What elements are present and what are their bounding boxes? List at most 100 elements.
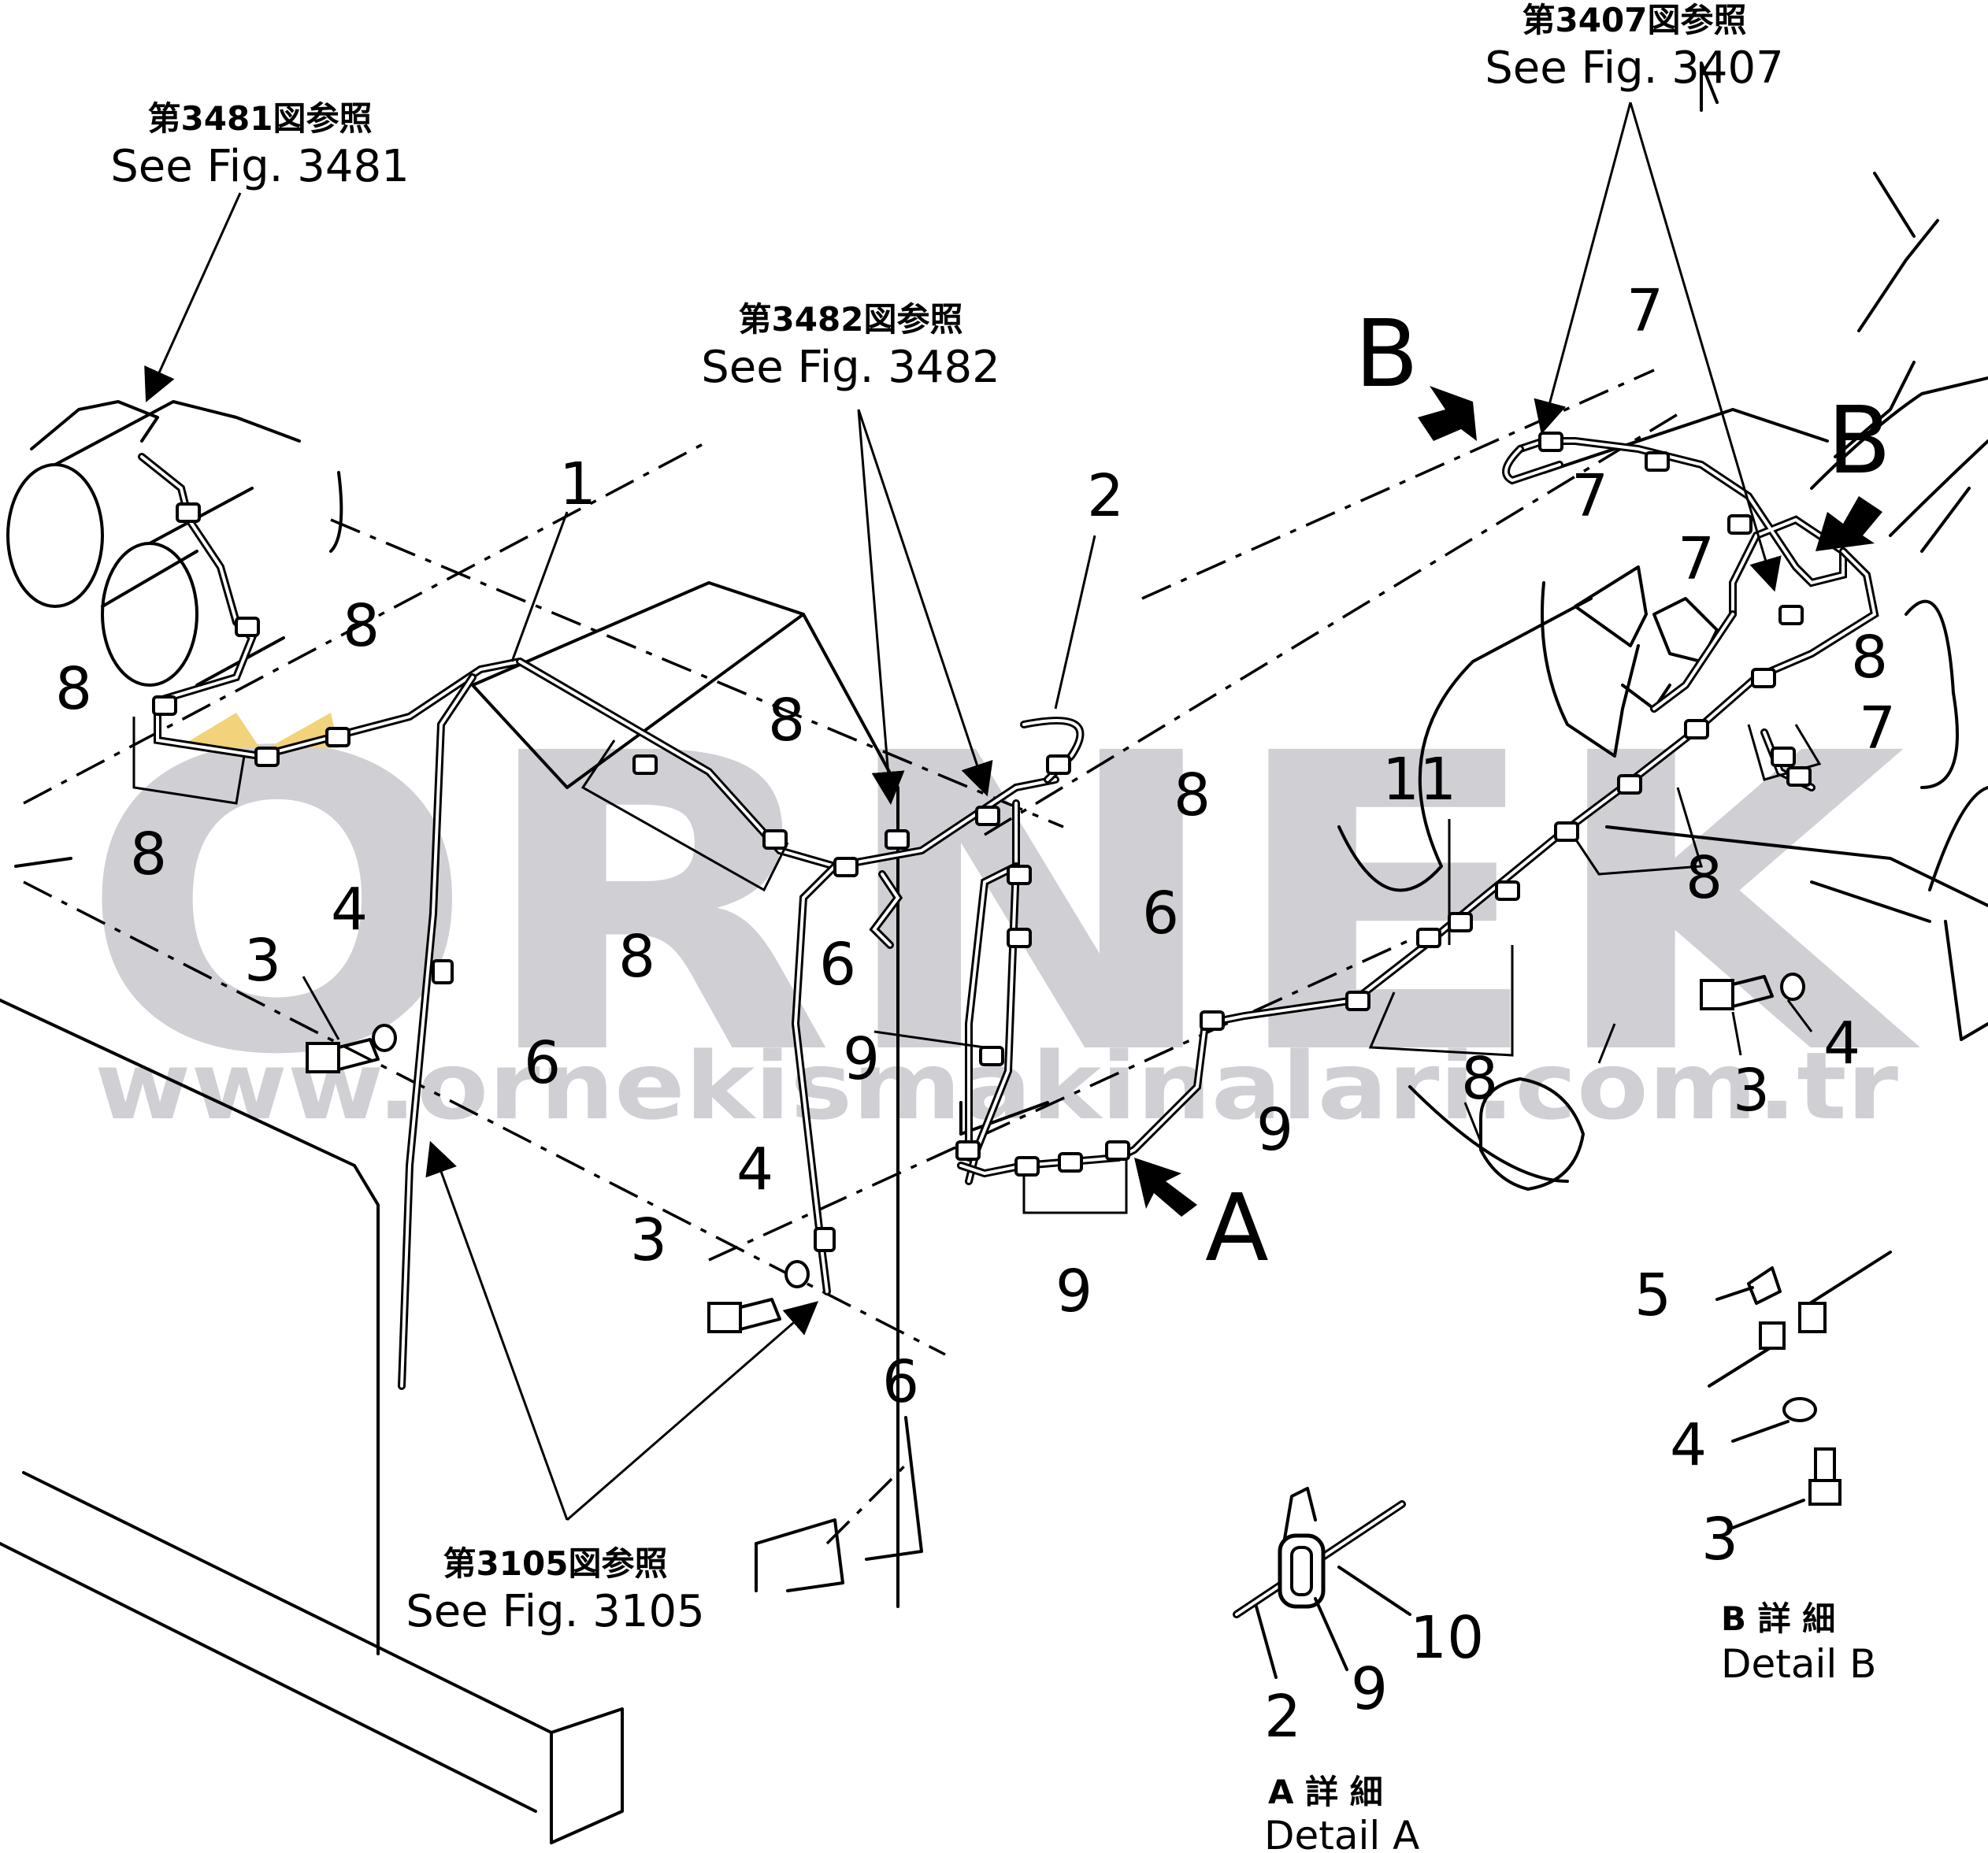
clamp-icon bbox=[1007, 928, 1032, 948]
callout-3: 3 bbox=[244, 927, 281, 995]
callout-6: 6 bbox=[1142, 880, 1179, 947]
view-marker-a: A bbox=[1205, 1173, 1269, 1282]
bolt-icon bbox=[707, 1260, 810, 1333]
detail-a-drawing bbox=[1233, 1487, 1411, 1679]
callout-4: 4 bbox=[1823, 1010, 1860, 1077]
arrow-b-right-icon bbox=[1816, 496, 1882, 551]
clamp-icon bbox=[1200, 1010, 1225, 1031]
callout-7: 7 bbox=[1678, 525, 1715, 593]
detail-a-labels: 2 9 10 A 詳 細 Detail A bbox=[1264, 1604, 1484, 1853]
callout-9: 9 bbox=[843, 1025, 880, 1093]
reference-fig-3481: 第3481図参照 See Fig. 3481 bbox=[110, 99, 410, 192]
clamp-icon bbox=[1538, 432, 1563, 452]
clamp-icon bbox=[1684, 719, 1709, 739]
clamp-icon bbox=[1645, 451, 1670, 472]
clamp-icon bbox=[632, 754, 658, 775]
clamp-icon bbox=[1727, 514, 1752, 535]
reference-fig-3482: 第3482図参照 See Fig. 3482 bbox=[701, 300, 1000, 393]
clamp-icon bbox=[955, 1140, 981, 1161]
view-marker-b-left: B bbox=[1355, 299, 1419, 408]
clamp-icon bbox=[979, 1046, 1004, 1066]
view-arrows bbox=[1134, 386, 1882, 1217]
clamp-icon bbox=[1778, 605, 1804, 625]
callout-2: 2 bbox=[1087, 462, 1124, 530]
clamp-icon bbox=[1448, 912, 1473, 932]
callout-9: 9 bbox=[1055, 1258, 1092, 1325]
callout-8: 8 bbox=[768, 687, 805, 754]
callout-7: 7 bbox=[1571, 462, 1608, 530]
clamp-icon bbox=[1046, 754, 1071, 775]
clamp-icon bbox=[762, 829, 788, 850]
detail-a-en: Detail A bbox=[1264, 1813, 1419, 1853]
clamps bbox=[152, 432, 1812, 1252]
callout-8: 8 bbox=[1174, 762, 1211, 829]
callout-6: 6 bbox=[882, 1348, 919, 1416]
callout-3: 3 bbox=[630, 1206, 667, 1274]
clamp-icon bbox=[152, 695, 177, 716]
callout-3: 3 bbox=[1701, 1506, 1738, 1573]
clamp-icon bbox=[1416, 928, 1441, 948]
reference-fig-3105: 第3105図参照 See Fig. 3105 bbox=[406, 1544, 705, 1637]
leader-lines bbox=[144, 102, 1813, 1521]
callout-7: 7 bbox=[1626, 277, 1663, 345]
callout-4: 4 bbox=[736, 1136, 773, 1203]
ref-3105-en: See Fig. 3105 bbox=[406, 1586, 705, 1637]
detail-a-jp: A 詳 細 bbox=[1268, 1773, 1383, 1811]
clamp-icon bbox=[1771, 747, 1796, 767]
clamp-icon bbox=[1014, 1156, 1040, 1177]
callout-11: 11 bbox=[1382, 746, 1456, 813]
callout-8: 8 bbox=[1686, 844, 1723, 912]
bolts bbox=[306, 973, 1805, 1333]
clamp-icon bbox=[833, 857, 859, 877]
detail-b-labels: B 詳 細 Detail B bbox=[1721, 1599, 1877, 1687]
clamp-icon bbox=[176, 502, 201, 523]
clamp-icon bbox=[1007, 865, 1032, 885]
ref-3407-en: See Fig. 3407 bbox=[1485, 43, 1784, 94]
callout-4: 4 bbox=[331, 876, 368, 943]
ref-3481-jp: 第3481図参照 bbox=[148, 99, 373, 138]
callout-8: 8 bbox=[1851, 624, 1888, 691]
detail-b-jp: B 詳 細 bbox=[1721, 1599, 1835, 1638]
clamp-icon bbox=[432, 959, 454, 984]
callout-9: 9 bbox=[1256, 1096, 1293, 1164]
callout-8: 8 bbox=[130, 821, 167, 888]
callout-8: 8 bbox=[55, 655, 92, 723]
callout-7: 7 bbox=[1859, 695, 1896, 762]
clamp-icon bbox=[1554, 821, 1579, 842]
callout-6: 6 bbox=[524, 1029, 561, 1097]
ref-3105-jp: 第3105図参照 bbox=[443, 1544, 668, 1583]
ref-3407-jp: 第3407図参照 bbox=[1523, 1, 1747, 39]
reference-fig-3407: 第3407図参照 See Fig. 3407 bbox=[1485, 1, 1784, 94]
callout-8: 8 bbox=[1461, 1045, 1498, 1113]
clamp-icon bbox=[254, 747, 280, 767]
clamp-icon bbox=[1495, 880, 1520, 901]
detail-a-callout-9: 9 bbox=[1351, 1655, 1388, 1723]
detail-a-callout-2: 2 bbox=[1264, 1683, 1301, 1751]
clamp-icon bbox=[325, 727, 350, 747]
clamp-icon bbox=[1786, 766, 1812, 787]
clamp-icon bbox=[885, 829, 910, 850]
ref-3482-en: See Fig. 3482 bbox=[701, 342, 1000, 393]
clamp-icon bbox=[1617, 774, 1642, 795]
callout-4: 4 bbox=[1670, 1411, 1707, 1479]
callout-5: 5 bbox=[1634, 1262, 1671, 1329]
ref-3482-jp: 第3482図参照 bbox=[739, 300, 963, 339]
callout-3: 3 bbox=[1733, 1057, 1770, 1125]
arrow-a-icon bbox=[1134, 1158, 1197, 1217]
part-callouts: 1 2 3 3 3 3 4 4 4 4 5 6 6 6 6 7 7 7 7 8 … bbox=[55, 277, 1896, 1573]
machine-frame bbox=[0, 61, 1988, 1844]
callout-1: 1 bbox=[559, 450, 596, 518]
ref-3481-en: See Fig. 3481 bbox=[110, 141, 410, 192]
detail-b-en: Detail B bbox=[1721, 1641, 1877, 1687]
callout-8: 8 bbox=[343, 592, 380, 660]
clamp-icon bbox=[814, 1227, 836, 1252]
view-marker-b-right: B bbox=[1827, 386, 1891, 495]
clamp-icon bbox=[1105, 1140, 1130, 1161]
clamp-icon bbox=[1345, 991, 1370, 1011]
watermark-accent-shape bbox=[177, 713, 260, 748]
clamp-icon bbox=[975, 806, 1000, 826]
bolt-icon bbox=[1700, 973, 1805, 1010]
clamp-icon bbox=[1058, 1152, 1083, 1173]
clamp-icon bbox=[1751, 668, 1776, 688]
